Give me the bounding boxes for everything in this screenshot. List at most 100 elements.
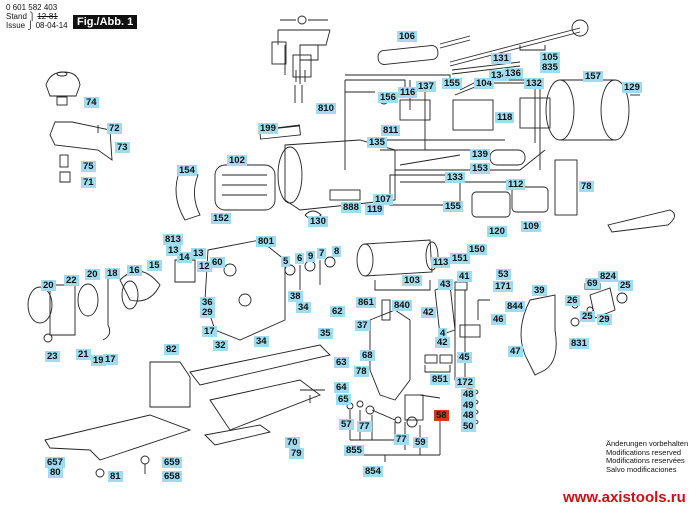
part-label[interactable]: 18 (105, 268, 120, 279)
part-label[interactable]: 139 (470, 149, 490, 160)
part-label[interactable]: 154 (177, 165, 197, 176)
part-label[interactable]: 801 (256, 236, 276, 247)
part-label[interactable]: 658 (162, 471, 182, 482)
part-label[interactable]: 42 (435, 337, 450, 348)
part-label[interactable]: 82 (164, 344, 179, 355)
part-label[interactable]: 105 (540, 52, 560, 63)
part-label[interactable]: 851 (430, 374, 450, 385)
part-label[interactable]: 17 (202, 326, 217, 337)
part-label[interactable]: 129 (622, 82, 642, 93)
part-label[interactable]: 21 (76, 349, 91, 360)
part-label[interactable]: 43 (438, 279, 453, 290)
part-label[interactable]: 153 (470, 163, 490, 174)
part-label[interactable]: 840 (392, 300, 412, 311)
part-label[interactable]: 659 (162, 457, 182, 468)
part-label[interactable]: 73 (115, 142, 130, 153)
part-label[interactable]: 13 (166, 245, 181, 256)
part-label[interactable]: 844 (505, 301, 525, 312)
part-label-highlighted[interactable]: 58 (434, 410, 449, 421)
part-label[interactable]: 39 (532, 285, 547, 296)
part-label[interactable]: 813 (163, 234, 183, 245)
part-label[interactable]: 137 (416, 81, 436, 92)
part-label[interactable]: 113 (431, 257, 451, 268)
part-label[interactable]: 150 (467, 244, 487, 255)
part-label[interactable]: 38 (288, 291, 303, 302)
part-label[interactable]: 6 (295, 253, 305, 264)
part-label[interactable]: 16 (127, 265, 142, 276)
part-label[interactable]: 657 (45, 457, 65, 468)
part-label[interactable]: 151 (450, 253, 470, 264)
part-label[interactable]: 81 (108, 471, 123, 482)
part-label[interactable]: 77 (394, 434, 409, 445)
part-label[interactable]: 199 (258, 123, 278, 134)
part-label[interactable]: 25 (580, 311, 595, 322)
part-label[interactable]: 171 (493, 281, 513, 292)
part-label[interactable]: 102 (227, 155, 247, 166)
part-label[interactable]: 36 (200, 297, 215, 308)
part-label[interactable]: 152 (211, 213, 231, 224)
part-label[interactable]: 20 (85, 269, 100, 280)
part-label[interactable]: 32 (213, 340, 228, 351)
part-label[interactable]: 14 (177, 252, 192, 263)
part-label[interactable]: 77 (357, 421, 372, 432)
part-label[interactable]: 810 (316, 103, 336, 114)
part-label[interactable]: 63 (334, 357, 349, 368)
part-label[interactable]: 72 (107, 123, 122, 134)
part-label[interactable]: 156 (378, 92, 398, 103)
part-label[interactable]: 116 (398, 87, 418, 98)
part-label[interactable]: 23 (45, 351, 60, 362)
part-label[interactable]: 78 (354, 366, 369, 377)
part-label[interactable]: 12 (197, 261, 212, 272)
part-label[interactable]: 133 (445, 172, 465, 183)
part-label[interactable]: 13 (191, 248, 206, 259)
part-label[interactable]: 811 (381, 125, 401, 136)
part-label[interactable]: 861 (356, 297, 376, 308)
part-label[interactable]: 104 (474, 78, 494, 89)
part-label[interactable]: 45 (457, 352, 472, 363)
part-label[interactable]: 69 (585, 278, 600, 289)
part-label[interactable]: 64 (334, 382, 349, 393)
part-label[interactable]: 132 (524, 78, 544, 89)
part-label[interactable]: 824 (598, 271, 618, 282)
part-label[interactable]: 50 (461, 421, 476, 432)
part-label[interactable]: 157 (583, 71, 603, 82)
part-label[interactable]: 155 (442, 78, 462, 89)
part-label[interactable]: 15 (147, 260, 162, 271)
part-label[interactable]: 48 (461, 389, 476, 400)
part-label[interactable]: 4 (438, 328, 448, 339)
part-label[interactable]: 136 (503, 68, 523, 79)
part-label[interactable]: 60 (210, 257, 225, 268)
part-label[interactable]: 109 (521, 221, 541, 232)
part-label[interactable]: 130 (308, 216, 328, 227)
part-label[interactable]: 172 (455, 377, 475, 388)
part-label[interactable]: 41 (457, 271, 472, 282)
part-label[interactable]: 107 (373, 194, 393, 205)
part-label[interactable]: 29 (597, 314, 612, 325)
part-label[interactable]: 48 (461, 410, 476, 421)
part-label[interactable]: 119 (365, 204, 385, 215)
part-label[interactable]: 106 (397, 31, 417, 42)
part-label[interactable]: 46 (491, 314, 506, 325)
part-label[interactable]: 8 (332, 246, 342, 257)
part-label[interactable]: 53 (496, 269, 511, 280)
part-label[interactable]: 17 (103, 354, 118, 365)
part-label[interactable]: 135 (367, 137, 387, 148)
part-label[interactable]: 70 (285, 437, 300, 448)
part-label[interactable]: 34 (254, 336, 269, 347)
part-label[interactable]: 74 (84, 97, 99, 108)
part-label[interactable]: 831 (569, 338, 589, 349)
part-label[interactable]: 134 (489, 70, 509, 81)
part-label[interactable]: 65 (336, 394, 351, 405)
part-label[interactable]: 47 (508, 346, 523, 357)
part-label[interactable]: 68 (360, 350, 375, 361)
part-label[interactable]: 835 (540, 62, 560, 73)
part-label[interactable]: 35 (318, 328, 333, 339)
part-label[interactable]: 34 (296, 302, 311, 313)
part-label[interactable]: 112 (506, 179, 526, 190)
part-label[interactable]: 120 (487, 226, 507, 237)
part-label[interactable]: 103 (402, 275, 422, 286)
part-label[interactable]: 854 (363, 466, 383, 477)
part-label[interactable]: 9 (306, 251, 316, 262)
part-label[interactable]: 155 (443, 201, 463, 212)
part-label[interactable]: 20 (41, 280, 56, 291)
